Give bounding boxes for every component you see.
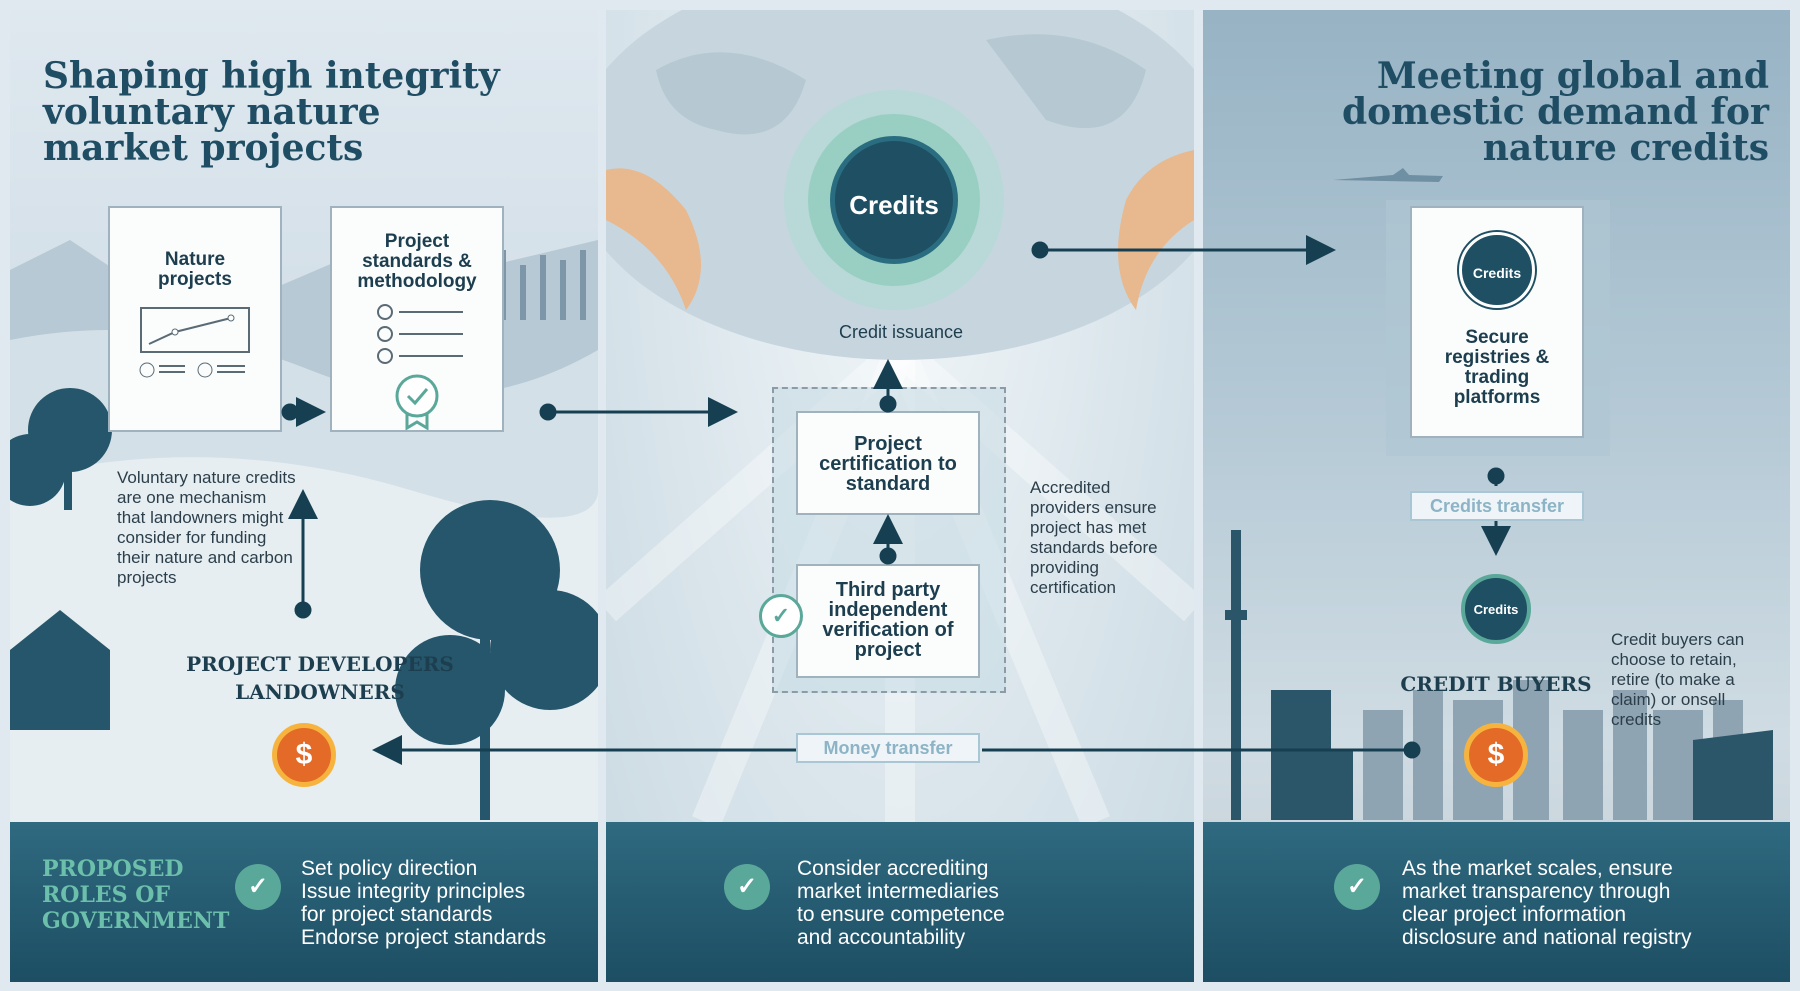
gov-roles-left: PROPOSED ROLES OF GOVERNMENT ✓ Set polic…: [10, 822, 598, 982]
buyers-note: Credit buyers can choose to retain, reti…: [1611, 630, 1745, 729]
gov-roles-middle: ✓ Consider accrediting market intermedia…: [606, 822, 1194, 982]
role-line: Set policy direction: [301, 857, 478, 880]
checklist-icon: [377, 304, 463, 431]
accredited-note: Accredited providers ensure project has …: [1030, 478, 1158, 597]
left-title: Shaping high integrity voluntary nature …: [43, 55, 500, 169]
role-line: disclosure and national registry: [1402, 926, 1692, 949]
gov-middle-roles: Consider accrediting market intermediari…: [797, 857, 1147, 949]
verification-check-icon: ✓: [759, 594, 803, 638]
credits-badge: Credits: [830, 136, 958, 264]
gov-roles-right: ✓ As the market scales, ensure market tr…: [1203, 822, 1790, 982]
credits-transfer-label: Credits transfer: [1410, 491, 1584, 521]
left-panel: Shaping high integrity voluntary nature …: [10, 10, 598, 982]
check-icon: ✓: [724, 864, 770, 910]
nature-projects-label: Nature projects: [158, 249, 232, 290]
nature-projects-card: Nature projects: [108, 206, 282, 432]
registries-card: Credits Secure registries & trading plat…: [1410, 206, 1584, 438]
verification-box: Third party independent verification of …: [796, 564, 980, 678]
role-line: As the market scales, ensure: [1402, 857, 1673, 880]
role-line: to ensure competence: [797, 903, 1005, 926]
role-line: Endorse project standards: [301, 926, 547, 949]
role-line: market transparency through: [1402, 880, 1671, 903]
role-line: clear project information: [1402, 903, 1627, 926]
credits-small-badge: Credits: [1459, 232, 1535, 308]
check-icon: ✓: [1334, 864, 1380, 910]
middle-panel: Credits Credit issuance Project certific…: [606, 10, 1194, 982]
developers-line1: PROJECT DEVELOPERS: [186, 652, 454, 676]
role-line: Consider accrediting: [797, 857, 989, 880]
registries-label: Secure registries & trading platforms: [1444, 327, 1550, 408]
credit-issuance-label: Credit issuance: [838, 322, 964, 342]
check-icon: ✓: [235, 864, 281, 910]
project-standards-label: Project standards & methodology: [357, 231, 477, 292]
chart-icon: [139, 307, 250, 378]
money-transfer-label: Money transfer: [796, 733, 980, 763]
dollar-coin-icon: $: [272, 723, 336, 787]
credits-buyer-badge: Credits: [1461, 574, 1531, 644]
role-line: market intermediaries: [797, 880, 999, 903]
developers-line2: LANDOWNERS: [235, 680, 405, 704]
certification-box: Project certification to standard: [796, 411, 980, 515]
project-standards-card: Project standards & methodology: [330, 206, 504, 432]
gov-heading: PROPOSED ROLES OF GOVERNMENT: [42, 856, 230, 934]
city-illustration: [1225, 168, 1773, 820]
credit-buyers-heading: CREDIT BUYERS: [1400, 672, 1592, 696]
role-line: for project standards: [301, 903, 493, 926]
plane-icon: [1333, 168, 1443, 182]
right-panel: Meeting global and domestic demand for n…: [1203, 10, 1790, 982]
right-title: Meeting global and domestic demand for n…: [1341, 55, 1769, 169]
gov-left-roles: Set policy direction Issue integrity pri…: [301, 857, 591, 949]
dollar-coin-icon: $: [1464, 723, 1528, 787]
role-line: and accountability: [797, 926, 966, 949]
role-line: Issue integrity principles: [301, 880, 526, 903]
voluntary-credits-note: Voluntary nature credits are one mechani…: [117, 468, 296, 587]
gov-right-roles: As the market scales, ensure market tran…: [1402, 857, 1772, 949]
